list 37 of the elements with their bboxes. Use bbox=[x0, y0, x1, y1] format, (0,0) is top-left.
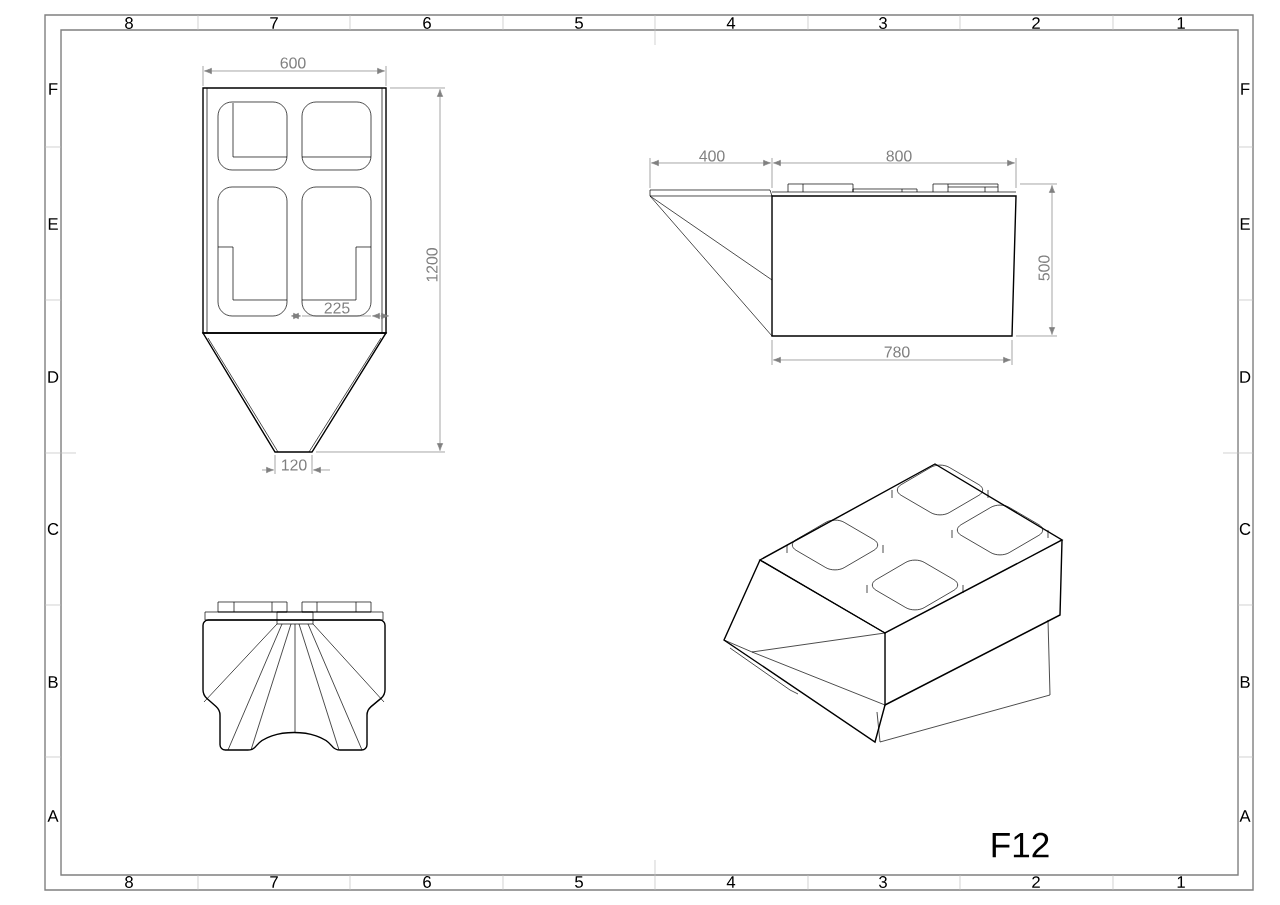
zone-label: B bbox=[1240, 676, 1250, 688]
zone-label: 2 bbox=[1032, 17, 1040, 29]
dimension-text: 1200 bbox=[426, 248, 438, 282]
zone-label: 4 bbox=[726, 876, 736, 888]
zone-label: 6 bbox=[423, 17, 431, 29]
zone-label: 3 bbox=[879, 17, 887, 29]
zone-label: 8 bbox=[125, 876, 133, 888]
zone-label: 1 bbox=[1177, 876, 1185, 888]
zone-label: 5 bbox=[575, 17, 583, 29]
sheet-label: F12 bbox=[992, 832, 1049, 858]
zone-label: 7 bbox=[270, 876, 278, 888]
zone-label: F bbox=[1241, 83, 1250, 95]
zone-label: 8 bbox=[125, 17, 133, 29]
zone-label: 5 bbox=[575, 876, 583, 888]
zone-label: 1 bbox=[1177, 17, 1185, 29]
dimension-text: 400 bbox=[699, 150, 725, 162]
dimension-text: 780 bbox=[884, 346, 910, 358]
zone-label: 7 bbox=[270, 17, 278, 29]
dimension-text: 800 bbox=[886, 150, 912, 162]
zone-label: F bbox=[49, 83, 58, 95]
zone-label: D bbox=[1240, 371, 1251, 383]
zone-label: 4 bbox=[726, 17, 736, 29]
zone-label: 6 bbox=[423, 876, 431, 888]
zone-label: C bbox=[47, 523, 59, 535]
dimension-text: 120 bbox=[282, 459, 307, 471]
zone-label: B bbox=[48, 676, 58, 688]
zone-label: 2 bbox=[1032, 876, 1040, 888]
dimension-text: 500 bbox=[1038, 255, 1050, 281]
zone-label: E bbox=[48, 218, 58, 230]
zone-label: A bbox=[1239, 810, 1251, 822]
zone-label: A bbox=[47, 810, 59, 822]
dimension-text: 600 bbox=[280, 57, 306, 69]
zone-label: E bbox=[1240, 218, 1250, 230]
zone-label: 3 bbox=[879, 876, 887, 888]
dimension-text: 225 bbox=[324, 302, 350, 314]
zone-label: D bbox=[48, 371, 59, 383]
zone-label: C bbox=[1239, 523, 1251, 535]
